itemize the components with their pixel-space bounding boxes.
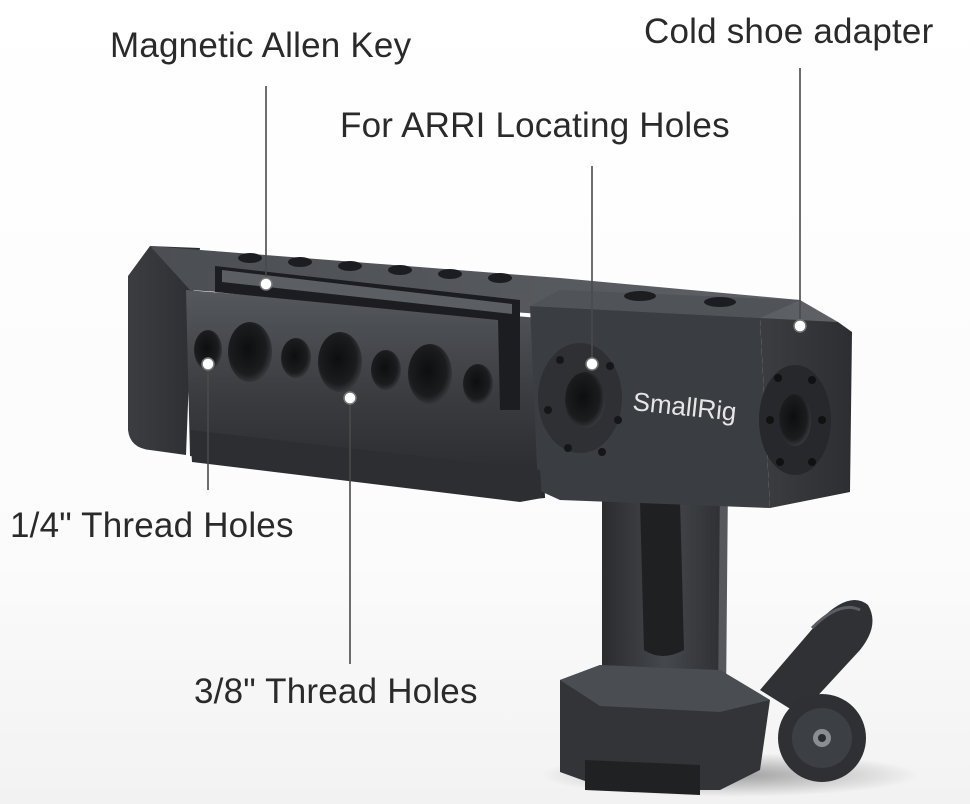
dot-magnetic-allen-key (259, 277, 273, 291)
allen-key (222, 270, 512, 314)
side-rosette (759, 365, 831, 475)
label-cold-shoe-adapter: Cold shoe adapter (644, 12, 934, 51)
handle-body (128, 246, 852, 508)
arri-rosette (538, 343, 622, 456)
label-arri-locating-holes: For ARRI Locating Holes (340, 106, 730, 145)
rod-clamp-post (560, 470, 873, 795)
dot-arri (585, 357, 599, 371)
dot-cold-shoe (793, 319, 807, 333)
top-holes (238, 253, 736, 307)
label-three-eighths-holes: 3/8" Thread Holes (194, 672, 478, 711)
leader-lines (207, 68, 801, 664)
label-magnetic-allen-key: Magnetic Allen Key (110, 26, 412, 65)
label-quarter-inch-holes: 1/4" Thread Holes (10, 506, 294, 545)
dot-quarter-inch (201, 357, 215, 371)
dot-three-eighths (343, 391, 357, 405)
callout-dots (201, 277, 807, 405)
front-thread-holes (194, 322, 493, 404)
